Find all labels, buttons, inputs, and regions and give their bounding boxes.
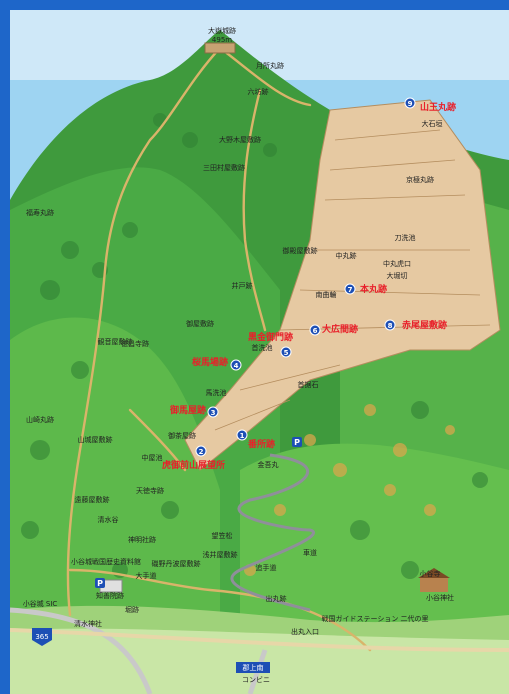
car-road[interactable]	[230, 453, 315, 612]
castle-earthworks	[184, 99, 501, 471]
trails	[66, 46, 372, 652]
label-sanba: 首据石	[298, 380, 319, 389]
svg-text:3: 3	[211, 409, 216, 417]
svg-text:P: P	[97, 579, 103, 588]
label-shiragara: 南曲輪	[316, 290, 337, 299]
badge-6[interactable]: 6	[309, 324, 321, 336]
left-foothill	[10, 317, 220, 694]
svg-text:9: 9	[408, 100, 413, 108]
label-kinokawa: 出丸入口	[291, 627, 319, 636]
svg-text:8: 8	[388, 322, 393, 330]
badge-5[interactable]: 5	[280, 346, 292, 358]
label-nakanomaru: 中丸跡	[336, 251, 357, 260]
label-onozuko: 大野木屋敷跡	[219, 135, 261, 144]
road-sign: 郡上南	[236, 662, 270, 673]
label-hon-maru: 本丸跡	[360, 283, 387, 295]
label-kuruma-michi: 車道	[303, 548, 317, 557]
label-akao: 赤尾屋敷跡	[402, 319, 447, 331]
badge-1[interactable]: 1	[236, 429, 248, 441]
label-elevation: 495m	[212, 36, 232, 44]
label-ohiroma: 大広間跡	[322, 323, 358, 335]
svg-text:7: 7	[348, 286, 353, 294]
label-sakurababa: 桜馬場跡	[192, 356, 228, 368]
label-tentoku: 天徳寺跡	[136, 486, 164, 495]
label-ohori: 大堀切	[387, 271, 408, 280]
castle-map: 大嶽城跡 495m 月所丸跡 六坊跡 大野木屋敷跡 三田村屋敷跡 福寿丸跡 山崎…	[10, 10, 509, 694]
label-mizuno: 御屋敷跡	[186, 319, 214, 328]
label-museum: 小谷城戦国歴史資料館	[71, 557, 141, 566]
svg-text:1: 1	[240, 432, 245, 440]
route-shield: 365	[32, 628, 52, 646]
label-chishakuin: 知善院跡	[96, 591, 124, 600]
parking-icon-2: P	[95, 578, 105, 588]
svg-text:4: 4	[234, 362, 239, 370]
label-shimizu: 清水神社	[74, 619, 102, 628]
label-torago: 虎御前山展望所	[162, 459, 225, 471]
label-seisui: 清水谷	[98, 515, 119, 524]
label-umaarai: 馬洗池	[206, 388, 227, 397]
label-nakanomaru-koguchi: 中丸虎口	[383, 259, 411, 268]
svg-text:6: 6	[313, 327, 318, 335]
badge-4[interactable]: 4	[230, 359, 242, 371]
label-sic: 小谷城 SIC	[23, 599, 58, 608]
odani-shrine	[418, 568, 450, 592]
label-mitamura: 三田村屋敷跡	[203, 163, 245, 172]
label-tokuro: 徳昌寺跡	[121, 339, 149, 348]
road-main[interactable]	[10, 628, 509, 652]
label-idoato: 井戸跡	[232, 281, 253, 290]
label-oishigaki: 大石垣	[422, 119, 443, 128]
label-dowa: 中屋池	[142, 453, 163, 462]
label-fukuju: 福寿丸跡	[26, 208, 54, 217]
badge-3[interactable]: 3	[207, 406, 219, 418]
label-yamazaki: 山崎丸跡	[26, 415, 54, 424]
svg-text:郡上南: 郡上南	[243, 663, 264, 672]
badge-9[interactable]: 9	[404, 97, 416, 109]
label-sakurayashiki: 遠藤屋敷跡	[75, 495, 110, 504]
svg-text:365: 365	[35, 633, 48, 641]
peak-structure	[204, 42, 236, 54]
label-jinmei: 神明社跡	[128, 535, 156, 544]
label-station: 戦国ガイドステーション 二代の里	[321, 614, 428, 623]
label-yamashiro: 山城屋敷跡	[78, 435, 113, 444]
badge-7[interactable]: 7	[344, 283, 356, 295]
svg-text:2: 2	[199, 448, 204, 456]
label-ote-michi: 追手道	[256, 563, 277, 572]
label-ootake: 大嶽城跡	[208, 26, 236, 35]
svg-text:5: 5	[284, 349, 289, 357]
label-kyogoku: 京極丸跡	[406, 175, 434, 184]
label-rokubo: 六坊跡	[248, 87, 269, 96]
label-convenience: コンビニ	[242, 675, 270, 684]
label-kurogane: 黒金御門跡	[248, 331, 293, 343]
map-svg: 大嶽城跡 495m 月所丸跡 六坊跡 大野木屋敷跡 三田村屋敷跡 福寿丸跡 山崎…	[10, 10, 509, 694]
label-goten: 御殿屋敷跡	[283, 246, 318, 255]
label-shakenuki: 望笠松	[212, 531, 233, 540]
label-ohashi: 大手道	[136, 571, 157, 580]
label-odani-jinja: 小谷神社	[426, 593, 454, 602]
label-sanno-maru: 山王丸跡	[420, 101, 456, 113]
label-horiato: 堀跡	[125, 605, 139, 614]
label-demaru: 出丸跡	[266, 594, 287, 603]
label-bansho: 番所跡	[247, 438, 275, 450]
label-hoshin: 浅井屋敷跡	[203, 550, 238, 559]
label-isono: 磯野丹波屋敷跡	[152, 559, 201, 568]
label-kaminoki: 御茶屋跡	[168, 431, 196, 440]
label-kannon: 観音屋敷跡	[98, 337, 133, 346]
badge-2[interactable]: 2	[195, 445, 207, 457]
label-odani-dera: 小谷寺	[420, 569, 441, 578]
label-kounaru: 刀洗池	[395, 233, 416, 242]
autumn-trees	[244, 404, 455, 576]
parking-icon: P	[292, 437, 302, 447]
svg-text:P: P	[294, 438, 300, 447]
badge-8[interactable]: 8	[384, 319, 396, 331]
label-kurogane-sub: 首洗池	[252, 343, 273, 352]
label-kaneharu: 金吾丸	[258, 460, 279, 469]
label-ouma: 御馬屋跡	[169, 404, 206, 416]
label-tsukisho: 月所丸跡	[256, 61, 284, 70]
